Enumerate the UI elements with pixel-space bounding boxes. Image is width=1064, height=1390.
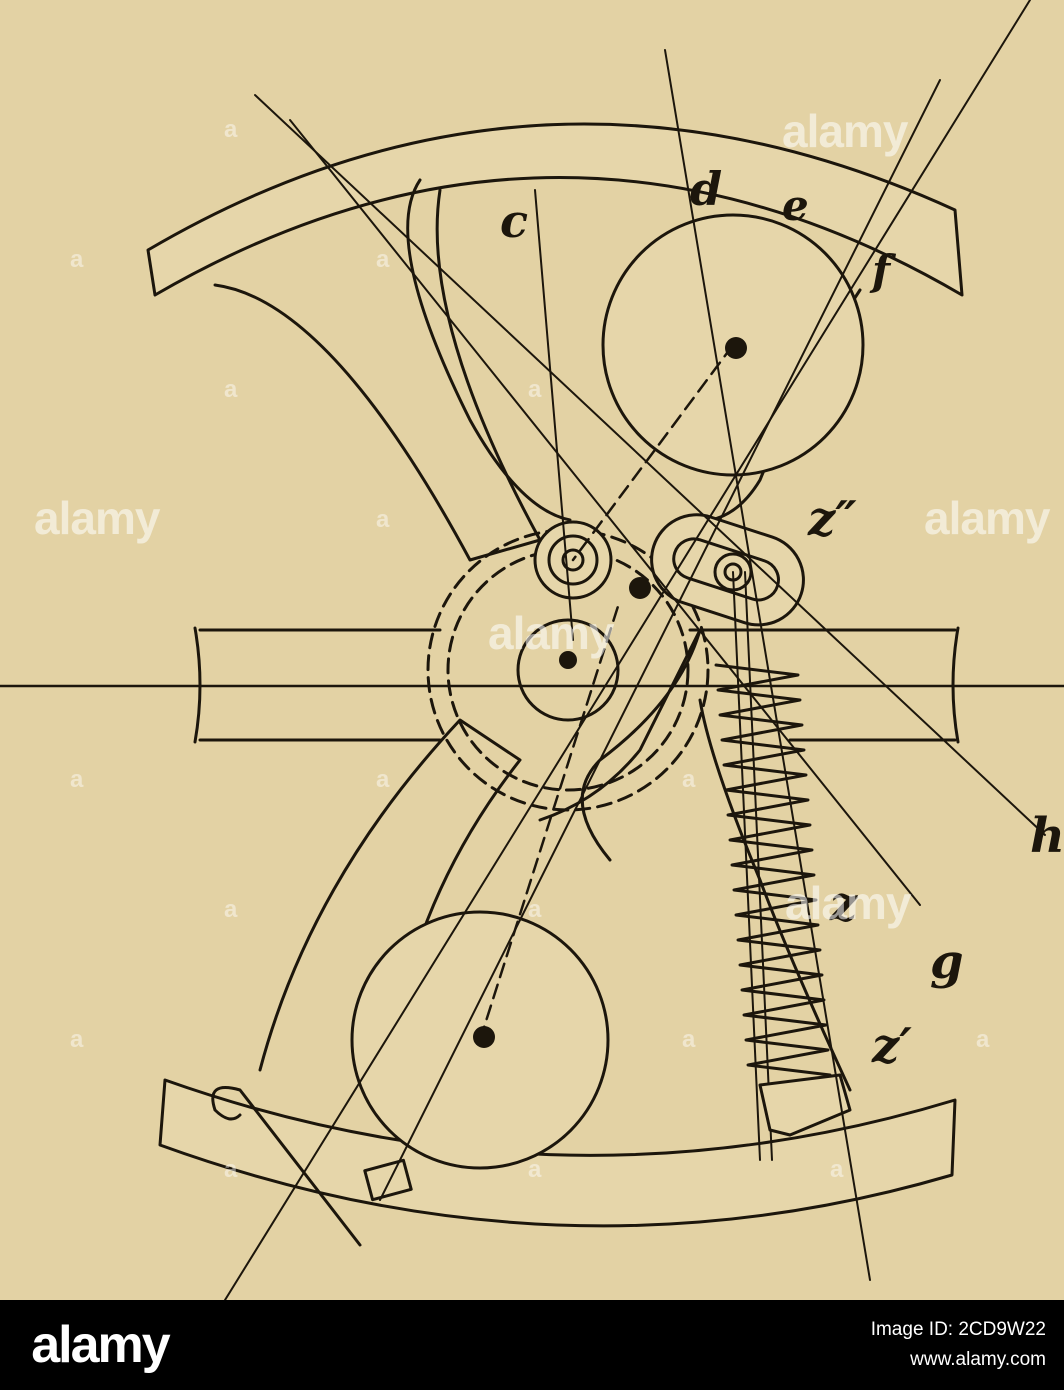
lower-weight-center: [473, 1026, 495, 1048]
watermark-letter: a: [224, 116, 238, 143]
watermark-letter: a: [376, 506, 390, 533]
alamy-logo[interactable]: alamy: [31, 1316, 170, 1374]
mechanism-diagram: [0, 0, 1064, 1300]
line-diagonal-main: [224, 0, 1031, 1300]
hub-center: [559, 651, 577, 669]
watermark-word: alamy: [488, 607, 614, 659]
label-d: d: [690, 162, 723, 216]
label-z: z: [830, 876, 858, 932]
watermark-letter: a: [70, 246, 84, 273]
label-c: c: [500, 194, 529, 248]
pivot-upper-inner: [547, 534, 599, 586]
watermark-word: alamy: [785, 877, 911, 929]
line-d: [664, 49, 871, 1281]
line-c: [534, 189, 574, 641]
footer-meta: Image ID: 2CD9W22 www.alamy.com: [871, 1318, 1046, 1372]
site-url[interactable]: www.alamy.com: [910, 1349, 1046, 1370]
watermark-letter: a: [70, 1026, 84, 1053]
label-z-double-prime: z″: [808, 491, 857, 547]
spring-anchor: [758, 1073, 852, 1137]
latch-hook: [211, 1086, 362, 1247]
line-diagonal-2: [379, 79, 941, 1201]
engraving-plate: c d e f z″ h z g z′ alamy alamy alamy al…: [0, 0, 1064, 1300]
watermark-letter: a: [528, 1156, 542, 1183]
upper-weight-center: [725, 337, 747, 359]
label-z-prime: z′: [872, 1018, 912, 1074]
label-e: e: [782, 181, 809, 230]
watermark-letter: a: [224, 1156, 238, 1183]
lower-weight-arm: [538, 628, 702, 862]
line-dashed-upper: [571, 343, 735, 562]
watermark-letter: a: [830, 1156, 844, 1183]
label-h: h: [1030, 808, 1064, 864]
axle-right: [688, 628, 957, 742]
watermark-letter: a: [376, 246, 390, 273]
watermark-letter: a: [682, 766, 696, 793]
watermark-letter: a: [976, 1026, 990, 1053]
watermark-letter: a: [528, 376, 542, 403]
axle-left: [198, 628, 442, 742]
link-pin: [629, 577, 651, 599]
label-g: g: [930, 934, 964, 990]
watermark-letter: a: [224, 896, 238, 923]
spring-coil: [714, 663, 832, 1077]
watermark-letter: a: [376, 766, 390, 793]
line-g: [289, 119, 921, 906]
slotted-link: [650, 513, 805, 627]
watermark-word: alamy: [782, 105, 908, 157]
upper-weight-arm: [406, 178, 572, 522]
label-f: f: [872, 246, 891, 295]
slotted-link-slot: [672, 537, 780, 602]
top-rim: [146, 122, 964, 297]
watermark-letter: a: [528, 896, 542, 923]
pivot-upper-hole: [561, 548, 585, 572]
watermark-letter: a: [70, 766, 84, 793]
line-dashed-lower: [478, 598, 622, 1042]
watermark-letter: a: [224, 376, 238, 403]
stock-footer: alamy Image ID: 2CD9W22 www.alamy.com: [0, 1300, 1064, 1390]
watermark-word: alamy: [924, 492, 1050, 544]
hub-inner: [516, 618, 620, 722]
line-h: [254, 94, 1046, 836]
spoke-upper-left: [213, 188, 542, 562]
watermark-word: alamy: [34, 492, 160, 544]
stop-nut: [363, 1158, 413, 1202]
watermark-letter: a: [682, 1026, 696, 1053]
image-id: Image ID: 2CD9W22: [870, 1319, 1046, 1340]
